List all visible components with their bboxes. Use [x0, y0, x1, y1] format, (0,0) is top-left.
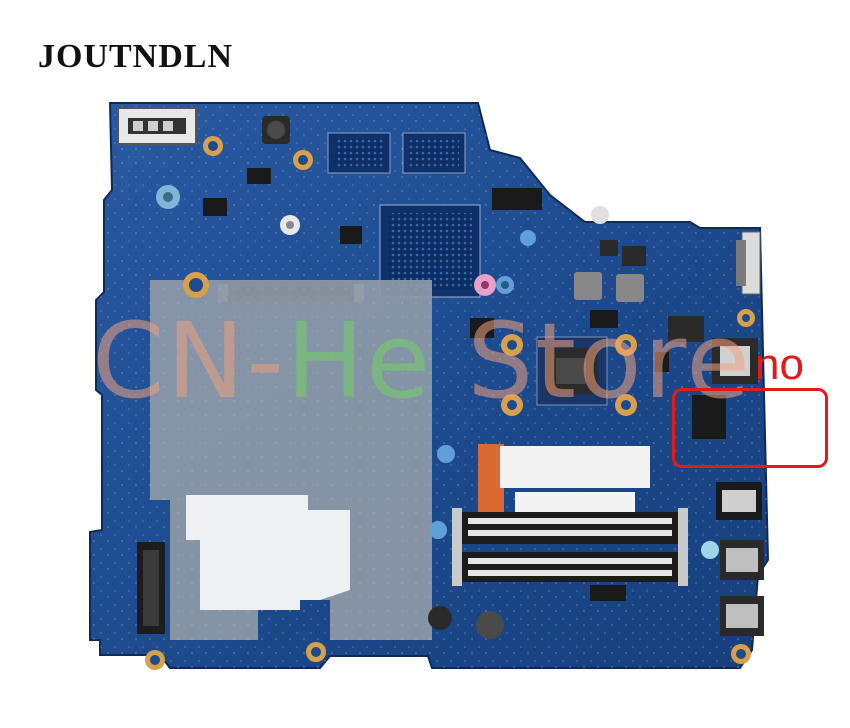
serial-label	[500, 446, 650, 488]
annotation-highlight-box	[672, 388, 828, 468]
annotation-no-label: no	[755, 340, 804, 389]
io-ports	[712, 231, 764, 636]
foam-pad	[186, 495, 350, 610]
warranty-sticker	[478, 444, 504, 512]
ram-slot-1	[460, 512, 680, 544]
capacitors	[156, 185, 719, 639]
mounting-holes	[145, 136, 755, 670]
ram-slot-2	[460, 552, 680, 582]
store-brand-title: JOUTNDLN	[38, 38, 234, 75]
